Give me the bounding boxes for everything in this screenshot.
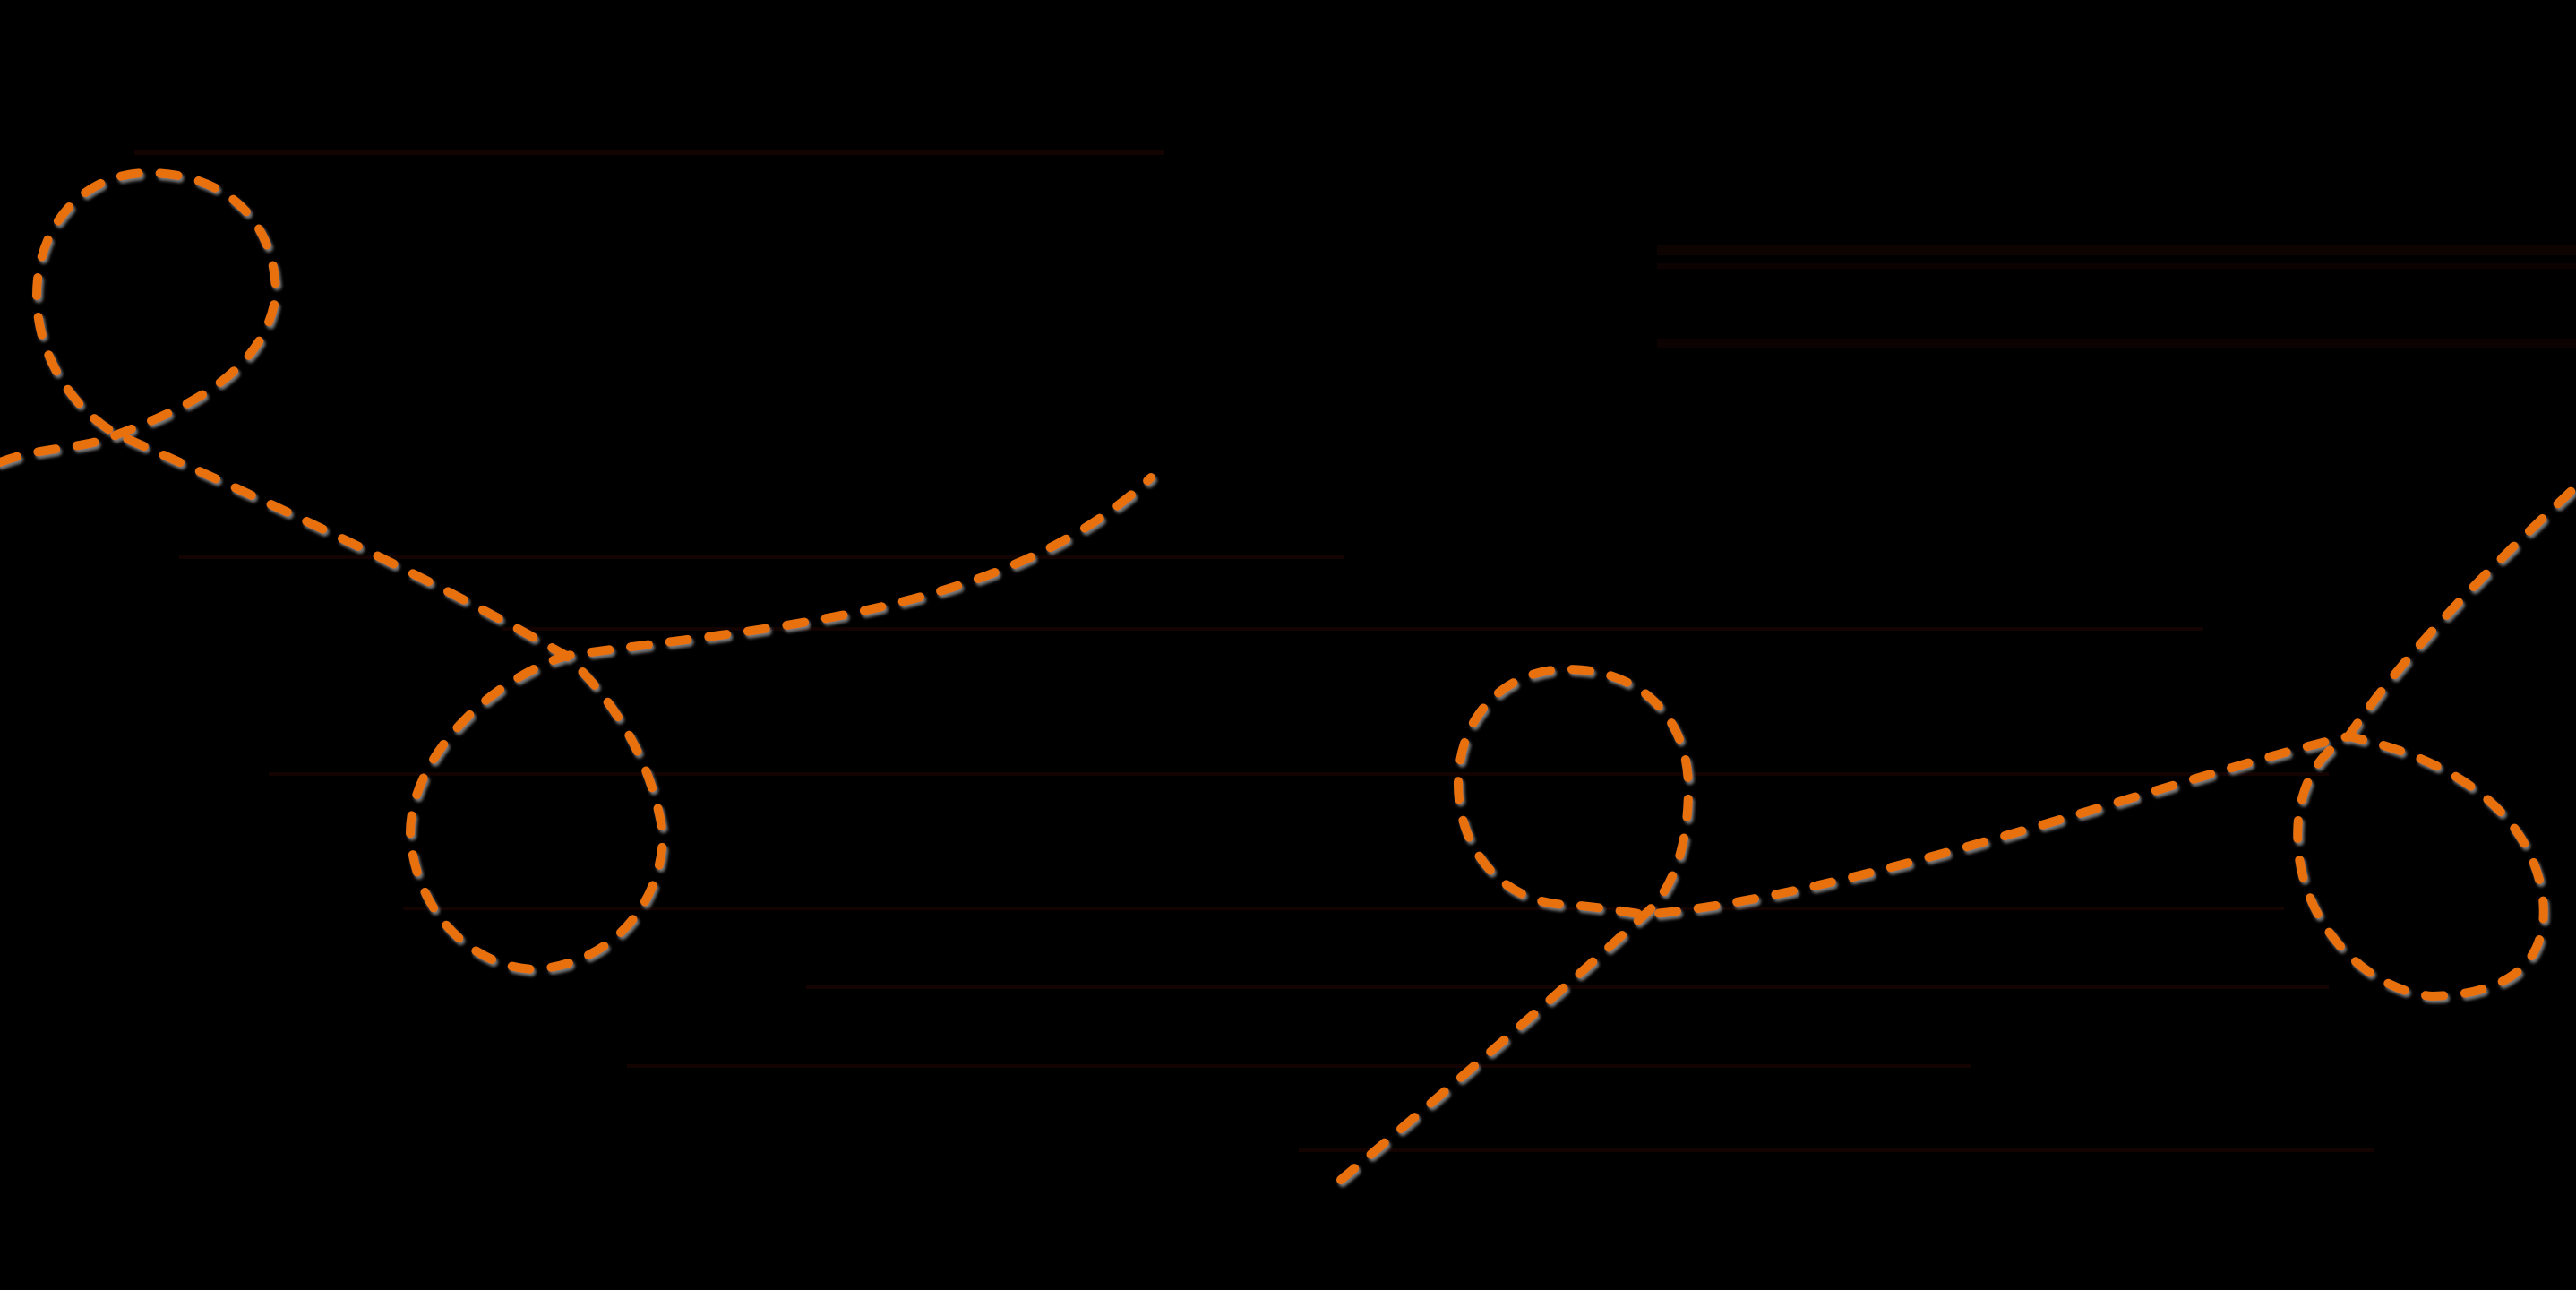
- dashed-loop-squiggle-left: [0, 168, 1155, 974]
- compression-artifact-streaks: [134, 150, 2576, 1152]
- dashed-loop-squiggle-right: [1336, 484, 2576, 1184]
